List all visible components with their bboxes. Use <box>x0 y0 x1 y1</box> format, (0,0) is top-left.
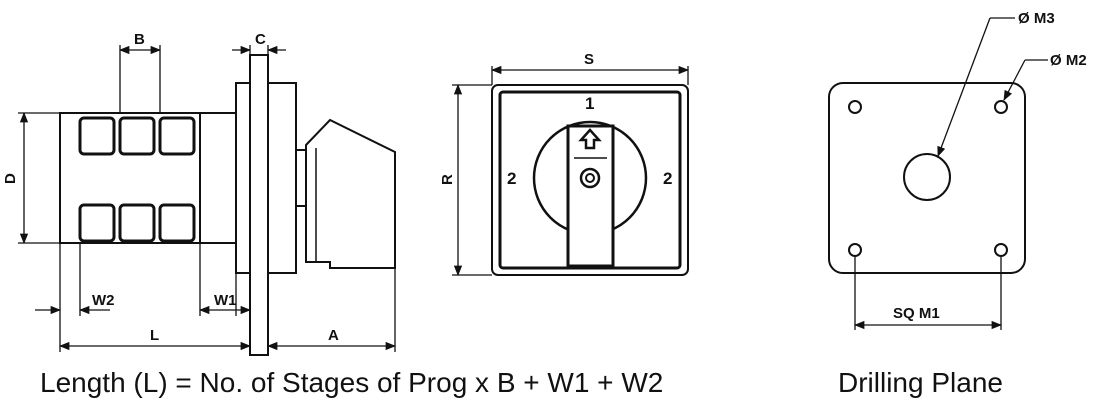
front-view <box>491 84 689 276</box>
drilling-plane-caption: Drilling Plane <box>838 367 1003 398</box>
label-d: D <box>2 173 19 184</box>
position-right-label: 2 <box>663 169 672 188</box>
drilling-plane-dimensions <box>853 17 1048 330</box>
label-w2: W2 <box>92 292 115 309</box>
front-view-dimensions <box>452 65 690 277</box>
side-view <box>59 54 396 356</box>
label-m2: Ø M2 <box>1050 52 1087 69</box>
position-top-label: 1 <box>585 94 594 113</box>
side-view-dimensions <box>18 45 397 355</box>
label-sq-m1: SQ M1 <box>893 305 940 322</box>
drilling-plate <box>828 82 1026 274</box>
label-a: A <box>328 327 339 344</box>
position-left-label: 2 <box>507 169 516 188</box>
label-s: S <box>584 51 594 68</box>
formula-caption: Length (L) = No. of Stages of Prog x B +… <box>40 367 663 398</box>
label-c: C <box>255 31 266 48</box>
label-b: B <box>134 31 145 48</box>
label-m3: Ø M3 <box>1018 10 1055 27</box>
label-l: L <box>150 327 159 344</box>
label-r: R <box>439 174 456 185</box>
label-w1: W1 <box>214 292 237 309</box>
